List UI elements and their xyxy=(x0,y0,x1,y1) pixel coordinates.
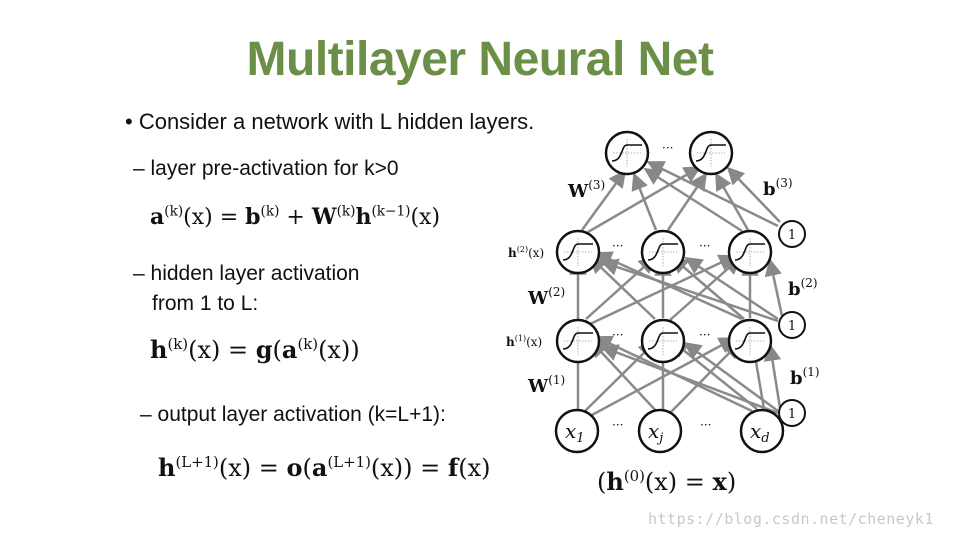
input-neuron-d xyxy=(739,408,785,454)
bias-node-1-label: 1 xyxy=(788,407,796,422)
ellipsis-output: ··· xyxy=(662,141,673,155)
eq3-f: f xyxy=(447,453,459,482)
input-neuron-j xyxy=(637,408,683,454)
eq1-km1: (k−1) xyxy=(371,203,411,220)
hidden1-neuron-3 xyxy=(727,318,773,364)
bias-label-b3: b(3) xyxy=(763,176,793,200)
hidden1-neuron-2 xyxy=(640,318,686,364)
eq2-k: (k) xyxy=(167,334,189,353)
subpoint-preactivation: – layer pre-activation for k>0 xyxy=(133,157,399,180)
input-label-xj: xj xyxy=(648,419,663,446)
eq1-k2: (k) xyxy=(260,203,280,220)
eq2-h: h xyxy=(150,335,168,364)
eq2-open: ( xyxy=(272,336,282,364)
eq1-W: W xyxy=(311,204,337,230)
eq2-g: g xyxy=(255,335,273,364)
hidden2-neuron-1 xyxy=(555,229,601,275)
eq4-x: x xyxy=(712,467,727,496)
eq4-mid: (x) = xyxy=(644,468,713,496)
eq4-close: ) xyxy=(726,468,737,496)
bias-label-b1: b(1) xyxy=(790,365,820,389)
ellipsis-h2-a: ··· xyxy=(612,239,623,253)
hidden-label-h2: h(2)(x) xyxy=(508,245,544,260)
eq1-k: (k) xyxy=(164,203,184,220)
eq3-xend: (x) xyxy=(458,454,491,482)
subpoint-hidden-activation: – hidden layer activation xyxy=(133,262,360,285)
eq3-a: a xyxy=(311,453,328,482)
output-neuron-1 xyxy=(604,130,650,176)
eq4-h: h xyxy=(606,467,624,496)
input-label-xd: xd xyxy=(750,419,770,446)
eq1-b: b xyxy=(245,204,261,230)
hidden2-neuron-3 xyxy=(727,229,773,275)
eq3-open: ( xyxy=(302,454,312,482)
bias-node-3-label: 1 xyxy=(788,228,796,243)
ellipsis-in-b: ··· xyxy=(700,418,711,432)
input-label-x1: x1 xyxy=(565,419,585,446)
watermark-url: https://blog.csdn.net/cheneyk1 xyxy=(648,510,934,528)
output-neuron-2 xyxy=(688,130,734,176)
weight-label-w2: W(2) xyxy=(527,285,565,309)
eq1-h: h xyxy=(355,204,372,230)
slide-title: Multilayer Neural Net xyxy=(246,33,714,86)
bias-node-2-label: 1 xyxy=(788,319,796,334)
eq1-a: a xyxy=(150,204,165,230)
ellipsis-h2-b: ··· xyxy=(699,239,710,253)
input-neuron-1 xyxy=(554,408,600,454)
eq3-h: h xyxy=(158,453,176,482)
ellipsis-h1-a: ··· xyxy=(612,328,623,342)
bullet-point: • Consider a network with L hidden layer… xyxy=(125,109,535,134)
bias-node-2 xyxy=(778,311,806,339)
eq2-x: (x) = xyxy=(188,336,256,364)
eq3-x: (x) = xyxy=(218,454,287,482)
bullet-text: Consider a network with L hidden layers. xyxy=(138,109,535,134)
equation-hidden-activation: h(k)(x) = g(a(k)(x)) xyxy=(150,335,360,364)
subpoint-hidden-text: hidden layer activation xyxy=(150,262,360,285)
equation-output-activation: h(L+1)(x) = o(a(L+1)(x)) = f(x) xyxy=(158,453,490,482)
subpoint-hidden-line2: from 1 to L: xyxy=(152,292,259,315)
bias-label-b2: b(2) xyxy=(788,276,818,300)
eq3-o: o xyxy=(286,453,303,482)
hidden-layer-1 xyxy=(555,318,773,364)
eq3-mid: (x)) = xyxy=(370,454,448,482)
hidden2-neuron-2 xyxy=(640,229,686,275)
ellipsis-in-a: ··· xyxy=(612,418,623,432)
eq1-k3: (k) xyxy=(336,203,356,220)
bias-node-3 xyxy=(778,220,806,248)
hidden-label-h1: h(1)(x) xyxy=(506,334,542,349)
input-layer xyxy=(554,408,785,454)
eq3-L1: (L+1) xyxy=(175,452,219,471)
weight-label-w3: W(3) xyxy=(567,178,605,202)
hidden1-neuron-1 xyxy=(555,318,601,364)
hidden-layer-2 xyxy=(555,229,773,275)
eq1-x: (x) = xyxy=(183,205,246,230)
diagram-connections xyxy=(569,160,784,418)
subpoint-preactivation-text: layer pre-activation for k>0 xyxy=(150,157,399,180)
ellipsis-h1-b: ··· xyxy=(699,328,710,342)
eq4-open: ( xyxy=(597,468,607,496)
eq1-plus: + xyxy=(279,205,312,230)
eq2-a: a xyxy=(281,335,298,364)
subpoint-output-text: output layer activation (k=L+1): xyxy=(157,403,446,426)
ellipses: ··· ··· ··· ··· ··· ··· ··· xyxy=(612,141,711,432)
equation-preactivation: a(k)(x) = b(k) + W(k)h(k−1)(x) xyxy=(150,204,440,230)
bias-nodes xyxy=(778,220,806,427)
eq2-k2: (k) xyxy=(297,334,319,353)
eq2-xend: (x)) xyxy=(318,336,360,364)
eq4-zero: (0) xyxy=(623,466,645,485)
weight-label-w1: W(1) xyxy=(527,373,565,397)
eq3-L2: (L+1) xyxy=(327,452,371,471)
equation-input-identity: (h(0)(x) = x) xyxy=(597,467,736,496)
subpoint-output-activation: – output layer activation (k=L+1): xyxy=(140,403,446,426)
bias-node-1 xyxy=(778,399,806,427)
eq1-xend: (x) xyxy=(410,205,441,230)
